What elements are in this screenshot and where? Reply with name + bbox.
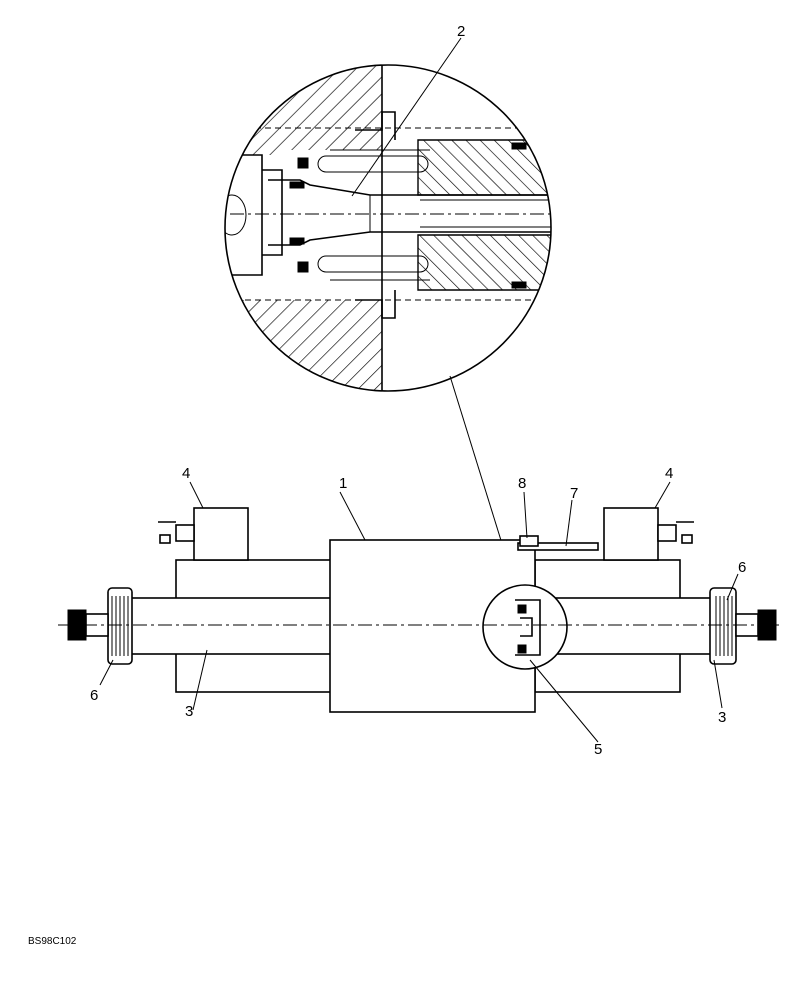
callout-detail-ring: 5 (594, 741, 602, 758)
callout-nut-left: 6 (90, 687, 98, 704)
plate (517, 542, 599, 551)
callout-solenoid-left: 4 (182, 465, 190, 482)
callout-tube-left: 3 (185, 703, 193, 720)
screw (519, 535, 539, 547)
leader-lines (99, 37, 739, 743)
callout-body: 1 (339, 475, 347, 492)
tube-right (534, 597, 736, 655)
callout-screw: 8 (518, 475, 526, 492)
callout-solenoid-right: 4 (665, 465, 673, 482)
tube-left (129, 597, 336, 655)
detail-ring (482, 584, 568, 670)
solenoid-right (603, 507, 659, 561)
detail-view (224, 64, 552, 392)
callout-detail-part: 2 (457, 23, 465, 40)
valve-assembly (58, 507, 780, 713)
callout-plate: 7 (570, 485, 578, 502)
callout-tube-right: 3 (718, 709, 726, 726)
figure-reference-code: BS98C102 (28, 936, 77, 947)
solenoid-left (193, 507, 249, 561)
callout-nut-right: 6 (738, 559, 746, 576)
detail-circle (224, 64, 552, 392)
